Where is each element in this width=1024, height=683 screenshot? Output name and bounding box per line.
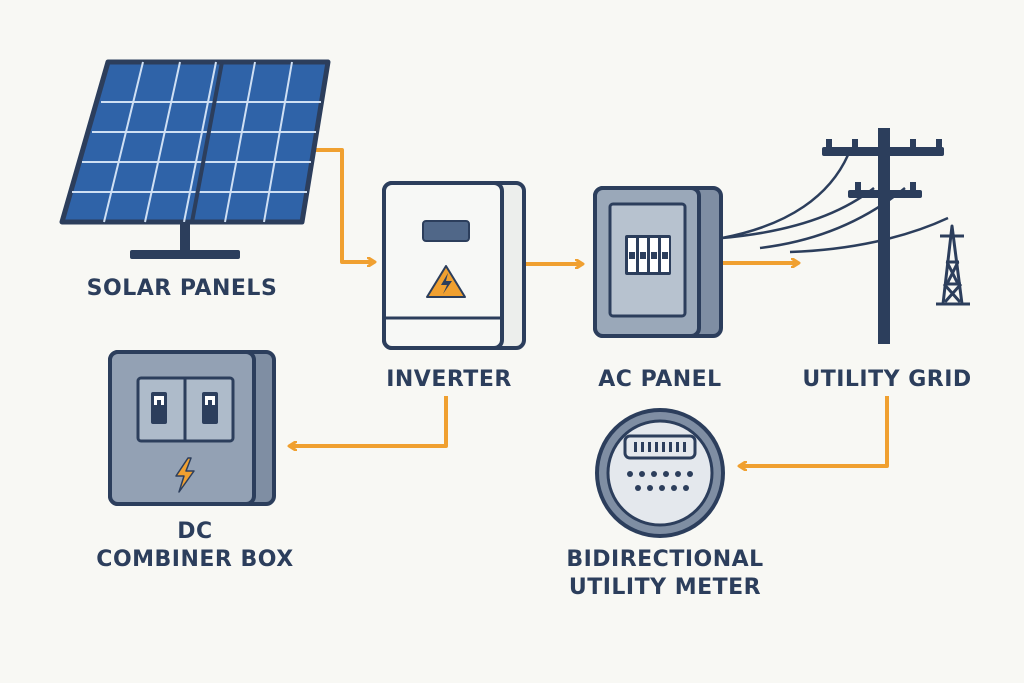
breaker-switch-icon <box>151 392 167 424</box>
solar-panel-icon <box>59 59 331 259</box>
label-utility-grid: UTILITY GRID <box>802 367 972 392</box>
breaker-switch-icon <box>202 392 218 424</box>
label-bidirectional-meter: BIDIRECTIONAL UTILITY METER <box>530 546 800 602</box>
lightning-bolt-icon <box>175 457 195 493</box>
label-solar-panels: SOLAR PANELS <box>86 276 278 301</box>
label-dc-combiner-box-line1: DC <box>177 519 213 544</box>
inverter-icon <box>382 181 526 350</box>
label-dc-combiner-box: DC COMBINER BOX <box>70 518 320 574</box>
label-ac-panel: AC PANEL <box>598 367 722 392</box>
label-bidirectional-meter-line2: UTILITY METER <box>568 575 762 600</box>
arrow-grid-to-meter <box>742 396 889 466</box>
arrow-inverter-to-combiner <box>292 396 448 446</box>
ac-panel-icon <box>593 186 723 338</box>
connector-arrows <box>292 148 889 466</box>
arrow-solar-to-inverter <box>304 148 372 262</box>
combiner-box-icon <box>108 350 276 506</box>
electric-meter-icon <box>595 408 725 538</box>
label-bidirectional-meter-line1: BIDIRECTIONAL <box>566 547 764 572</box>
utility-pole-icon <box>721 128 970 344</box>
transmission-tower-icon <box>936 224 970 306</box>
label-dc-combiner-box-line2: COMBINER BOX <box>96 547 294 572</box>
label-inverter: INVERTER <box>386 367 512 392</box>
